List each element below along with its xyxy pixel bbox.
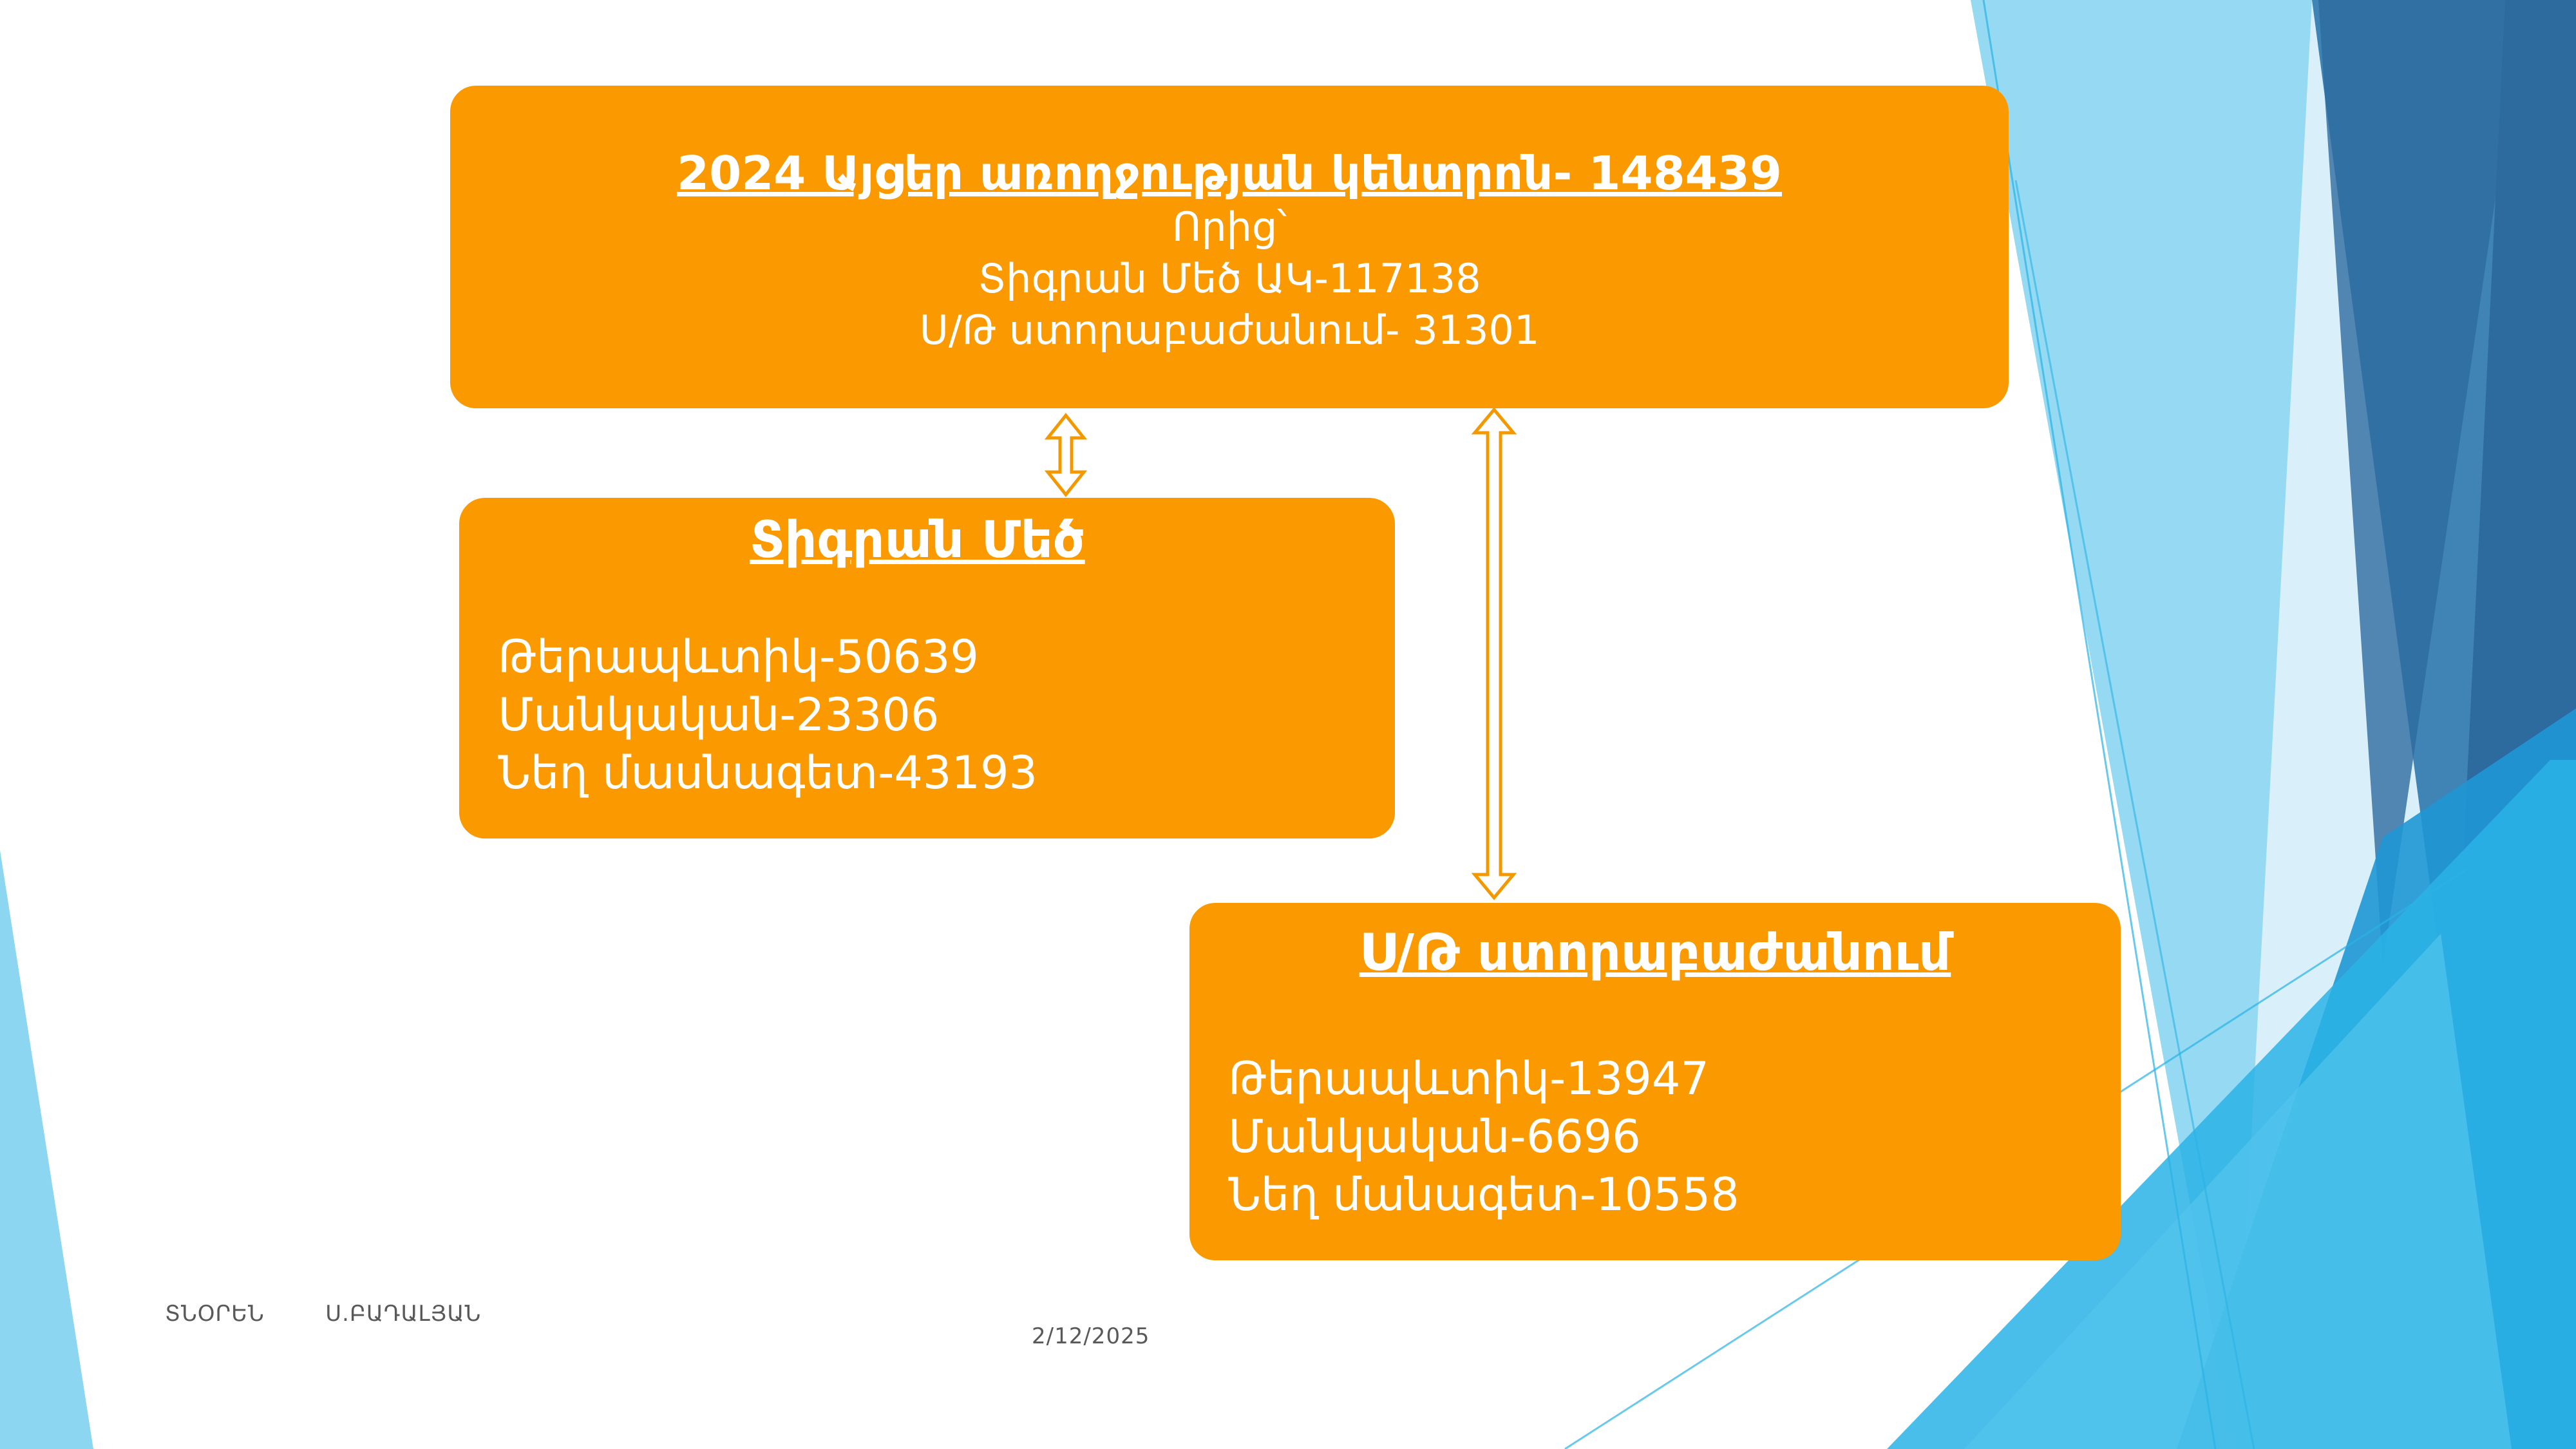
- tigran-total-line: Տիգրան Մեծ ԱԿ-117138: [978, 255, 1481, 302]
- footer-date: 2/12/2025: [1032, 1323, 1150, 1349]
- branch-specialist: Նեղ մանագետ-10558: [1228, 1168, 1739, 1221]
- tigran-mets-title: Տիգրան Մեծ: [750, 511, 1085, 569]
- tigran-specialist: Նեղ մասնագետ-43193: [498, 746, 1038, 799]
- branch-division-items: Թերապևտիկ-13947 Մանկական-6696 Նեղ մանագե…: [1228, 1050, 1739, 1224]
- tigran-therapeutic: Թերապևտիկ-50639: [498, 630, 979, 683]
- total-visits-box: 2024 Այցեր առողջության կենտրոն- 148439 Ո…: [450, 86, 2009, 408]
- total-visits-title: 2024 Այցեր առողջության կենտրոն- 148439: [677, 146, 1782, 200]
- tigran-pediatric: Մանկական-23306: [498, 688, 940, 741]
- left-decorative-shape: [0, 850, 93, 1449]
- branch-division-title: Ս/Թ ստորաբաժանում: [1359, 924, 1951, 982]
- tigran-mets-items: Թերապևտիկ-50639 Մանկական-23306 Նեղ մասնա…: [498, 628, 1037, 802]
- right-decorative-shapes: [1564, 0, 2576, 1449]
- footer-director: ՏՆՕՐԵՆ Ս.ԲԱԴԱԼՅԱՆ: [165, 1301, 482, 1327]
- branch-total-line: Ս/Թ ստորաբաժանում- 31301: [919, 307, 1540, 354]
- branch-pediatric: Մանկական-6696: [1228, 1110, 1641, 1163]
- tigran-mets-box: Տիգրան Մեծ Թերապևտիկ-50639 Մանկական-2330…: [459, 498, 1395, 838]
- branch-therapeutic: Թերապևտիկ-13947: [1228, 1052, 1709, 1105]
- total-visits-subtitle: Որից՝: [1172, 204, 1287, 251]
- arrow-main-to-branch: [1471, 407, 1517, 900]
- branch-division-box: Ս/Թ ստորաբաժանում Թերապևտիկ-13947 Մանկակ…: [1189, 903, 2121, 1260]
- arrow-main-to-tigran: [1044, 412, 1088, 498]
